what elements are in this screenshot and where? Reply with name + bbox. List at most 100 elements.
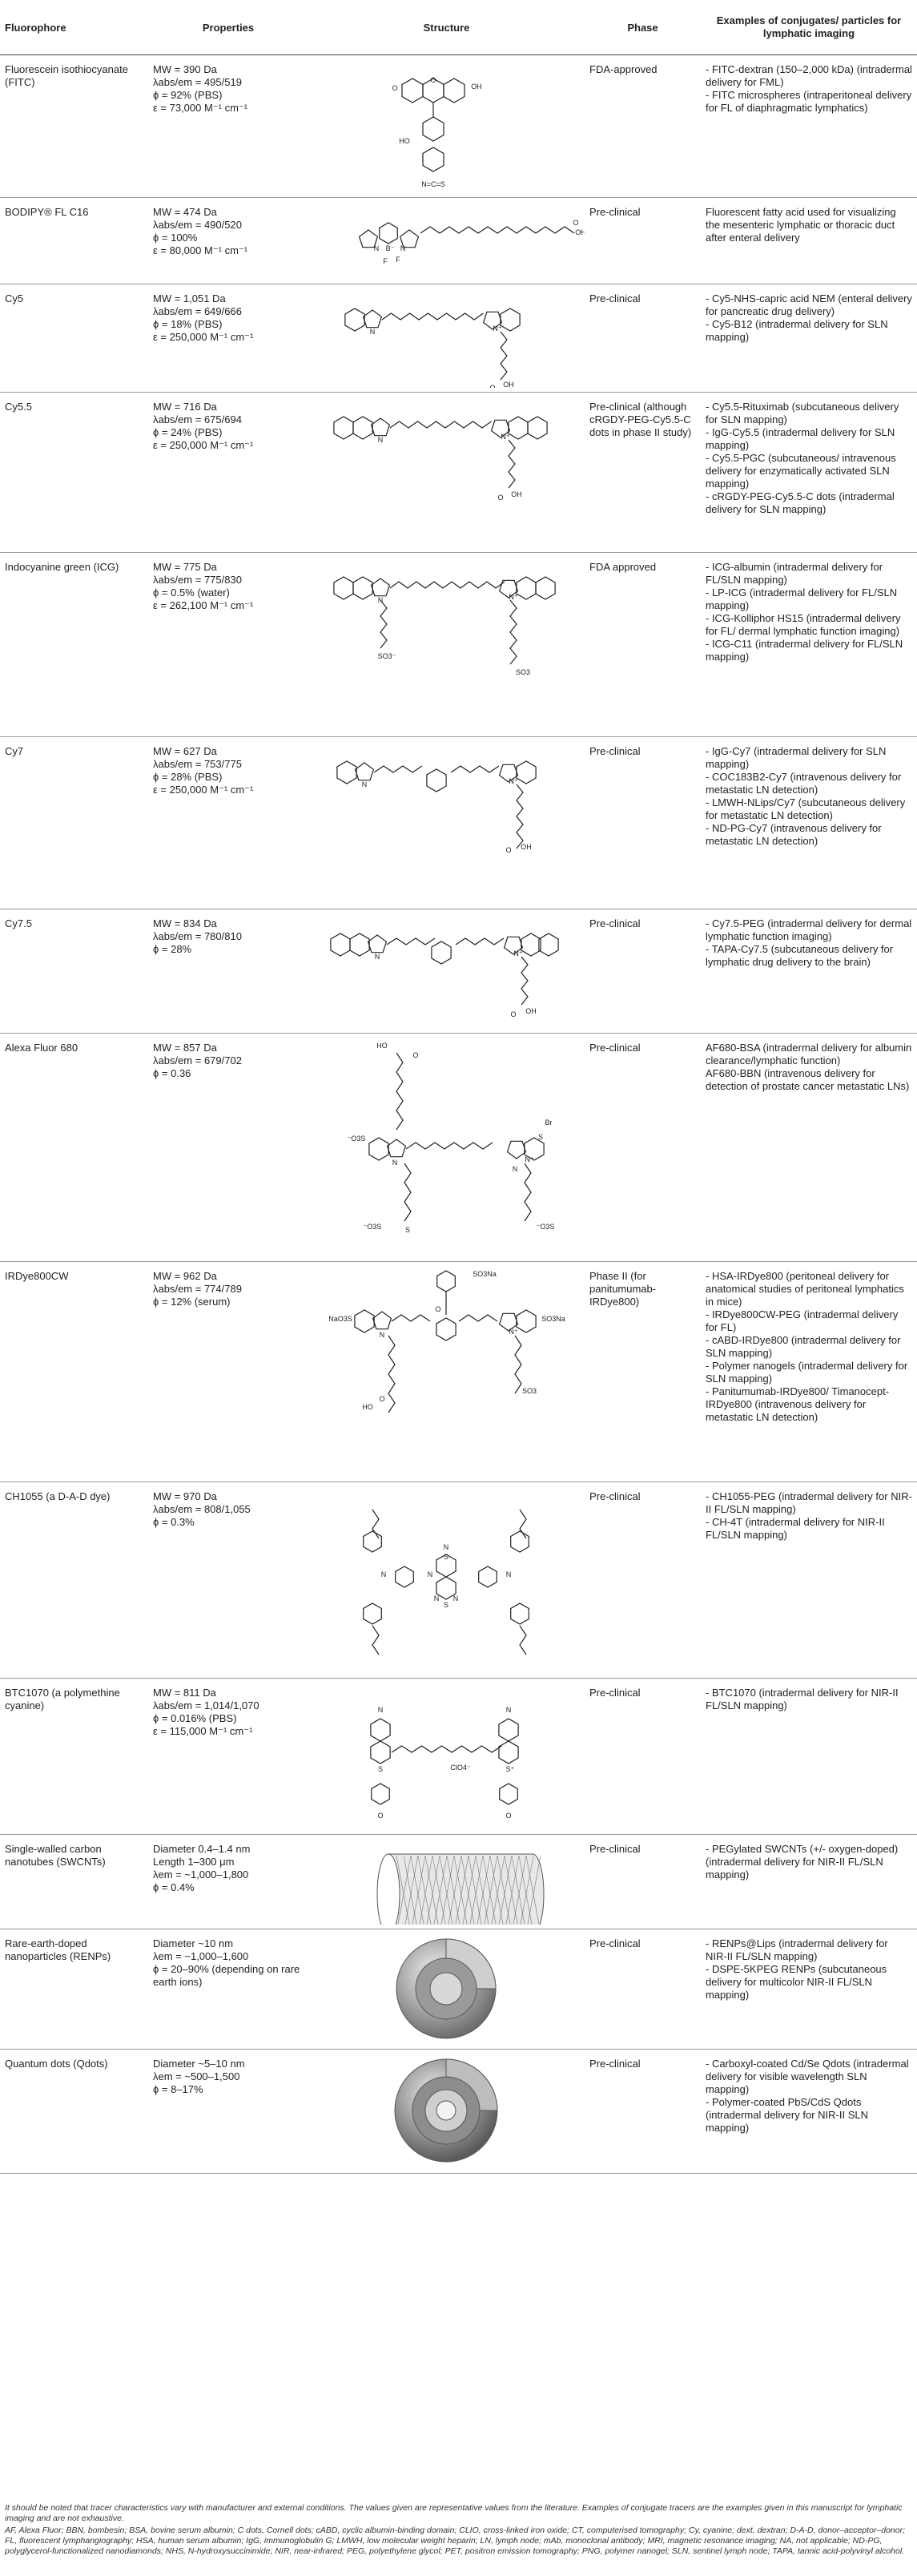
examples-cell: - BTC1070 (intradermal delivery for NIR-…: [701, 1678, 917, 1835]
example-line: - CH-4T (intradermal delivery for NIR-II…: [706, 1516, 888, 1541]
chemical-structure-drawing: [394, 2058, 498, 2163]
property-line: Length 1–300 μm: [153, 1856, 235, 1868]
property-line: λabs/em = 490/520: [153, 219, 242, 231]
irdye-label-8: SO3: [522, 1387, 537, 1395]
fluorophore-name: Alexa Fluor 680: [0, 1033, 148, 1262]
property-line: λabs/em = 775/830: [153, 574, 242, 586]
property-line: λabs/em = 679/702: [153, 1054, 242, 1066]
fluorophore-name: BTC1070 (a polymethine cyanine): [0, 1678, 148, 1835]
cy7-label-0: N: [362, 780, 368, 788]
fitc-label-0: HO: [399, 137, 410, 145]
icg-label-1: N⁺: [509, 593, 517, 601]
ch1055-label-4: N: [506, 1570, 512, 1578]
property-line: Diameter ~10 nm: [153, 1937, 234, 1949]
ch1055-label-2: N: [428, 1570, 433, 1578]
cy55-label-0: N: [378, 436, 384, 444]
property-line: ε = 250,000 M⁻¹ cm⁻¹: [153, 784, 254, 796]
bodipy-label-3: F: [396, 256, 400, 264]
irdye-label-0: SO3Na: [473, 1270, 497, 1278]
btc-label-5: O: [377, 1812, 383, 1820]
phase-cell: FDA-approved: [585, 54, 701, 198]
bodipy-label-4: N: [400, 244, 406, 252]
property-line: ϕ = 92% (PBS): [153, 89, 223, 101]
phase-cell: Pre-clinical: [585, 1929, 701, 2050]
chemical-structure-drawing: [376, 1853, 545, 1925]
property-line: λem = ~500–1,500: [153, 2070, 240, 2082]
examples-cell: - FITC-dextran (150–2,000 kDa) (intrader…: [701, 54, 917, 198]
fluorophore-name: Cy5: [0, 284, 148, 393]
table-row: BTC1070 (a polymethine cyanine)MW = 811 …: [0, 1678, 917, 1835]
phase-cell: FDA approved: [585, 552, 701, 737]
bodipy-label-1: B⁻: [386, 244, 395, 252]
example-line: - Cy5-NHS-capric acid NEM (enteral deliv…: [706, 292, 915, 317]
example-line: - Cy5.5-PGC (subcutaneous/ intravenous d…: [706, 452, 899, 490]
ch1055-label-7: N: [453, 1594, 459, 1602]
example-line: - CH1055-PEG (intradermal delivery for N…: [706, 1490, 912, 1515]
cy55-label-1: N⁺: [501, 433, 509, 441]
fluorophore-name: Single-walled carbon nanotubes (SWCNTs): [0, 1834, 148, 1929]
property-line: λem = ~1,000–1,800: [153, 1869, 249, 1881]
ch1055-label-0: N: [444, 1543, 449, 1551]
phase-cell: Pre-clinical: [585, 2049, 701, 2174]
bodipy-label-5: OH: [575, 228, 585, 236]
icg-label-0: N: [378, 596, 384, 604]
property-line: ϕ = 0.3%: [153, 1516, 195, 1528]
structure-cell: [308, 1929, 585, 2050]
property-line: λabs/em = 774/789: [153, 1283, 242, 1295]
example-line: - FITC microspheres (intraperitoneal del…: [706, 89, 915, 114]
table-row: Single-walled carbon nanotubes (SWCNTs)D…: [0, 1834, 917, 1929]
property-line: λabs/em = 780/810: [153, 930, 242, 942]
examples-cell: - Carboxyl-coated Cd/Se Qdots (intraderm…: [701, 2049, 917, 2174]
example-line: - ND-PG-Cy7 (intravenous delivery for me…: [706, 822, 885, 847]
property-line: λabs/em = 675/694: [153, 413, 242, 425]
cy7-label-2: O: [505, 846, 511, 854]
property-line: MW = 857 Da: [153, 1042, 217, 1054]
property-line: MW = 1,051 Da: [153, 292, 226, 304]
property-line: MW = 775 Da: [153, 561, 217, 573]
btc-label-1: N: [506, 1706, 512, 1714]
example-line: - Cy5.5-Rituximab (subcutaneous delivery…: [706, 401, 902, 425]
irdye-label-5: SO3Na: [541, 1315, 565, 1323]
example-line: - IgG-Cy7 (intradermal delivery for SLN …: [706, 745, 890, 770]
example-line: - ICG-Kolliphor HS15 (intradermal delive…: [706, 612, 904, 637]
irdye-label-2: O: [435, 1305, 440, 1313]
example-line: - ICG-C11 (intradermal delivery for FL/S…: [706, 638, 906, 663]
example-line: AF680-BBN (intravenous delivery for dete…: [706, 1067, 910, 1092]
example-line: - cRGDY-PEG-Cy5.5-C dots (intradermal de…: [706, 490, 898, 515]
phase-cell: Pre-clinical: [585, 1482, 701, 1679]
examples-cell: - ICG-albumin (intradermal delivery for …: [701, 552, 917, 737]
fluorophore-name: CH1055 (a D-A-D dye): [0, 1482, 148, 1679]
property-line: ϕ = 24% (PBS): [153, 426, 223, 438]
property-line: MW = 474 Da: [153, 206, 217, 218]
example-line: - Panitumumab-IRDye800/ Timanocept-IRDye…: [706, 1385, 890, 1423]
btc-label-6: O: [505, 1812, 511, 1820]
phase-cell: Pre-clinical: [585, 284, 701, 393]
table-row: Fluorescein isothiocyanate (FITC)MW = 39…: [0, 54, 917, 198]
example-line: - IRDye800CW-PEG (intradermal delivery f…: [706, 1308, 901, 1333]
af680-label-5: Br: [545, 1119, 553, 1127]
table-header-row: Fluorophore Properties Structure Phase E…: [0, 0, 917, 55]
fluorophore-name: Rare-earth-doped nanoparticles (RENPs): [0, 1929, 148, 2050]
property-line: λabs/em = 1,014/1,070: [153, 1699, 259, 1711]
cy75-label-1: N⁺: [513, 949, 522, 957]
fluorophore-name: Fluorescein isothiocyanate (FITC): [0, 54, 148, 198]
btc-label-0: N: [378, 1706, 384, 1714]
footnote-note: It should be noted that tracer character…: [5, 2503, 903, 2523]
property-line: λabs/em = 649/666: [153, 305, 242, 317]
fitc-label-2: OH: [471, 83, 482, 91]
